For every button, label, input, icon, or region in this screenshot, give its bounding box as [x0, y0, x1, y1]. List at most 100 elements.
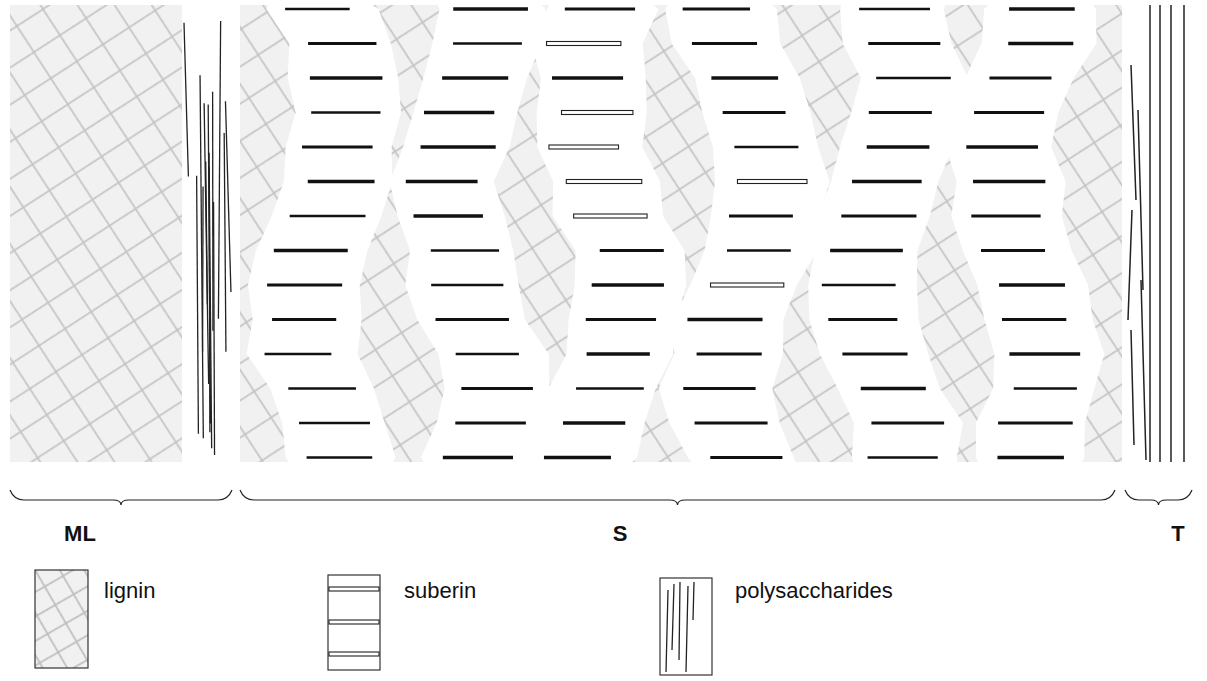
suberin-lamella [999, 283, 1065, 286]
suberin-lamella [308, 180, 375, 183]
suberin-lamella [592, 283, 664, 286]
part-label: S [613, 522, 628, 546]
suberin-lamella [1009, 7, 1075, 10]
suberin-lamella [998, 421, 1073, 424]
suberin-lamella [981, 249, 1045, 252]
suberin-lamella [842, 352, 907, 355]
suberin-lamella [461, 387, 533, 390]
polysaccharide-strand [204, 103, 209, 384]
suberin-lamella [290, 215, 366, 217]
suberin-lamella [272, 318, 336, 321]
legend-label: suberin [404, 579, 476, 603]
suberin-band [946, 5, 1105, 462]
polysaccharide-strand [218, 21, 220, 319]
suberin-lamella [697, 352, 762, 355]
secondary-wall [240, 5, 1122, 462]
suberin-lamella [424, 111, 494, 114]
suberin-lamella [431, 284, 503, 286]
suberin-lamella [307, 456, 373, 458]
suberin-lamella [442, 76, 508, 79]
polysaccharide-sample [672, 584, 674, 650]
suberin-sample [329, 620, 379, 624]
suberin-lamella [828, 318, 897, 321]
suberin-lamella [308, 42, 376, 45]
polysaccharide-strand [1138, 110, 1143, 290]
suberin-lamella [683, 8, 750, 11]
legend-swatch [660, 578, 712, 675]
suberin-lamella [455, 421, 526, 424]
suberin-lamella [566, 180, 641, 184]
legend-swatch [328, 575, 380, 670]
polysaccharide-sample [666, 590, 668, 672]
suberin-lamella [971, 214, 1040, 217]
legend-swatch [35, 570, 88, 668]
suberin-lamella [549, 145, 619, 149]
suberin-lamella [600, 249, 664, 252]
suberin-lamella [711, 76, 778, 79]
suberin-lamella [841, 214, 916, 217]
suberin-lamella [299, 422, 370, 424]
suberin-lamella [302, 145, 373, 148]
suberin-lamella [310, 76, 383, 80]
suberin-lamella [552, 76, 623, 79]
bracket [240, 490, 1115, 505]
suberin-lamella [830, 249, 903, 253]
suberin-lamella [868, 42, 940, 45]
suberin-lamella [274, 249, 348, 253]
part-label: T [1171, 522, 1184, 546]
suberin-lamella [876, 77, 951, 79]
suberin-lamella [852, 180, 922, 184]
suberin-lamella [562, 111, 633, 115]
bracket [10, 490, 232, 505]
suberin-lamella [859, 8, 930, 11]
suberin-lamella [973, 180, 1045, 183]
suberin-lamella [1002, 318, 1066, 321]
suberin-lamella [692, 42, 757, 45]
polysaccharide-strand [213, 202, 215, 455]
suberin-lamella [576, 387, 644, 389]
suberin-lamella [974, 111, 1044, 114]
suberin-lamella [436, 318, 509, 321]
polysaccharide-strand [1131, 330, 1134, 445]
suberin-lamella [687, 318, 762, 321]
suberin-lamella [453, 42, 522, 44]
middle-lamella [10, 5, 182, 462]
suberin-lamella [563, 421, 625, 425]
suberin-lamella [871, 421, 944, 424]
suberin-lamella [869, 111, 932, 114]
suberin-lamella [1008, 42, 1073, 45]
suberin-lamella [565, 7, 635, 10]
suberin-lamella [285, 8, 350, 11]
suberin-lamella [547, 42, 621, 46]
suberin-lamella [587, 352, 650, 356]
legend-label: polysaccharides [735, 579, 893, 603]
polysaccharide-strand [1149, 5, 1151, 462]
suberin-lamella [710, 456, 782, 459]
polysaccharide-sample [679, 582, 680, 660]
suberin-lamella [727, 249, 791, 251]
suberin-lamella [683, 387, 755, 390]
suberin-lamella [413, 214, 482, 217]
suberin-lamella [288, 387, 356, 390]
suberin-lamella [586, 318, 656, 321]
suberin-sample [329, 652, 379, 656]
suberin-lamella [574, 214, 647, 218]
polysaccharide-strand [1141, 280, 1146, 460]
suberin-band [659, 5, 830, 462]
suberin-lamella [729, 215, 793, 218]
polysaccharide-strand [1170, 5, 1172, 462]
suberin-lamella [861, 387, 926, 390]
part-label: ML [64, 522, 96, 546]
suberin-lamella [868, 456, 938, 459]
polysaccharide-strand [1183, 5, 1185, 462]
polysaccharide-strand [184, 23, 188, 177]
polysaccharide-sample [693, 582, 694, 620]
suberin-lamella [431, 249, 499, 252]
suberin-band [808, 5, 968, 462]
polysaccharide-sample [686, 586, 688, 672]
polysaccharide-strand [200, 75, 203, 438]
bracket [1125, 490, 1192, 505]
suberin-lamella [711, 283, 784, 287]
